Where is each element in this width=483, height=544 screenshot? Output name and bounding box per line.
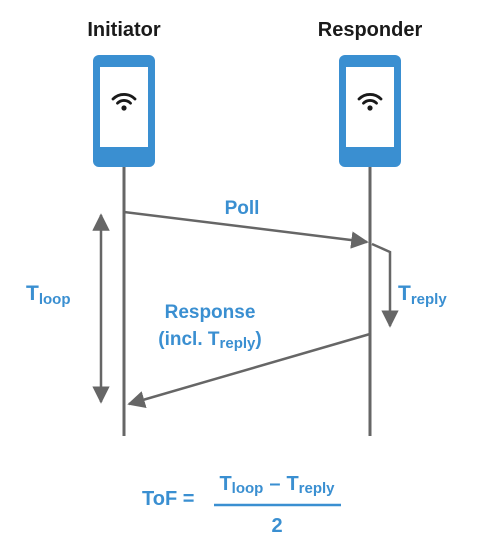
responder-device xyxy=(339,55,401,167)
response-sublabel-sub: reply xyxy=(220,335,257,352)
num-t1-base: T xyxy=(219,473,231,495)
t-loop-sub: loop xyxy=(39,291,71,308)
t-reply-sub: reply xyxy=(411,291,448,308)
poll-label: Poll xyxy=(225,198,260,219)
poll-arrow xyxy=(123,210,369,249)
wifi-icon xyxy=(357,93,383,111)
formula-denominator: 2 xyxy=(271,515,282,537)
responder-label: Responder xyxy=(318,19,423,41)
response-sublabel: (incl. Treply) xyxy=(158,329,261,352)
response-sublabel-suffix: ) xyxy=(255,329,261,350)
t-loop-base: T xyxy=(26,282,39,305)
tof-formula: ToF = Tloop–Treply 2 xyxy=(142,473,341,537)
t-reply-base: T xyxy=(398,282,411,305)
t-reply-label: Treply xyxy=(398,282,447,308)
formula-lhs: ToF = xyxy=(142,488,194,510)
num-t2-base: T xyxy=(286,473,298,495)
response-label: Response xyxy=(165,302,256,323)
initiator-label: Initiator xyxy=(87,19,161,41)
num-t2-sub: reply xyxy=(299,480,336,497)
t-reply-bracket xyxy=(371,242,399,328)
initiator-device xyxy=(93,55,155,167)
num-op: – xyxy=(269,473,280,495)
response-sublabel-prefix: (incl. T xyxy=(158,329,220,350)
response-arrow xyxy=(127,332,371,409)
wifi-icon xyxy=(111,93,137,111)
num-t1-sub: loop xyxy=(232,480,264,497)
formula-numerator: Tloop–Treply xyxy=(219,473,335,497)
t-loop-label: Tloop xyxy=(26,282,70,308)
